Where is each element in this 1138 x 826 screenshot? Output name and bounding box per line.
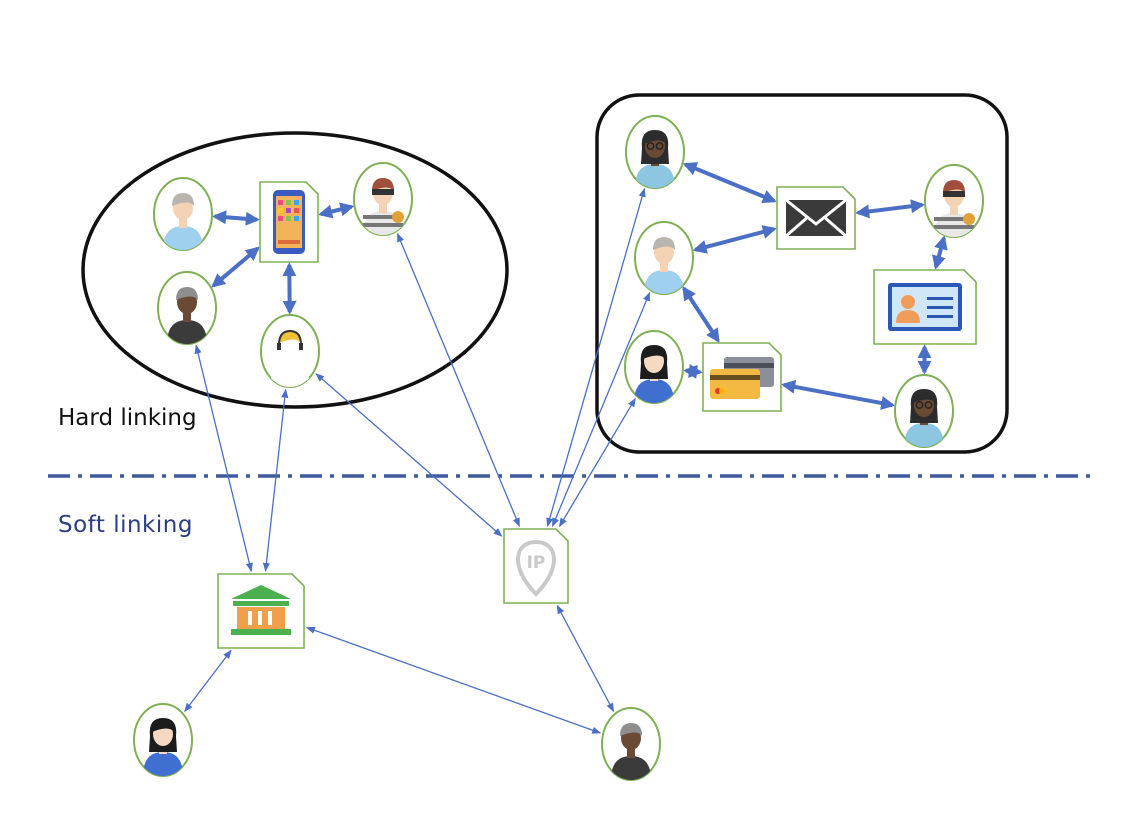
node-phone — [259, 181, 319, 263]
link-p4-ip — [315, 373, 503, 537]
link-bank-p10 — [184, 649, 232, 713]
smartphone-icon — [273, 190, 305, 254]
link-p5-email — [682, 162, 777, 204]
node-p8 — [624, 330, 684, 404]
node-ip: IP — [503, 528, 569, 604]
node-p9 — [894, 374, 954, 448]
link-p8-cards — [683, 363, 703, 379]
link-p1-phone — [212, 210, 260, 226]
bank-icon — [231, 585, 291, 635]
node-email — [776, 186, 856, 250]
link-p7-email — [692, 225, 777, 254]
node-p6 — [924, 164, 984, 238]
ip-pin-icon: IP — [516, 539, 556, 597]
node-p1 — [153, 177, 213, 251]
nodes-layer: IP — [133, 115, 984, 781]
man-dark-icon — [167, 287, 207, 344]
woman-icon — [143, 718, 183, 776]
edges-layer — [184, 162, 948, 734]
soft-linking-label: Soft linking — [58, 512, 193, 538]
node-p2 — [353, 162, 413, 236]
node-p5 — [625, 115, 685, 189]
id-card-icon — [888, 283, 962, 331]
node-p10 — [133, 703, 193, 777]
envelope-icon — [785, 198, 847, 238]
link-phone-p3 — [211, 246, 260, 288]
man-light-icon — [163, 193, 203, 250]
link-email-p6 — [855, 199, 925, 219]
woman-glasses-icon — [635, 130, 675, 188]
node-p3 — [157, 271, 217, 345]
thief-icon — [363, 178, 404, 235]
link-p6-idcard — [932, 235, 948, 270]
link-p4-bank — [262, 388, 289, 572]
link-p7-cards — [682, 286, 720, 343]
woman-glasses-icon — [904, 389, 944, 447]
link-cards-p9 — [781, 379, 896, 410]
link-bank-p11 — [305, 626, 602, 734]
link-ip-p11 — [556, 604, 615, 713]
link-p7-ip — [551, 291, 651, 528]
svg-text:IP: IP — [527, 553, 546, 573]
hard-linking-label: Hard linking — [58, 405, 197, 431]
node-p11 — [601, 707, 661, 781]
link-p8-ip — [558, 397, 636, 528]
node-cards — [702, 342, 782, 412]
thief-icon — [934, 180, 975, 237]
link-p3-bank — [194, 344, 253, 572]
credit-cards-icon — [710, 357, 774, 399]
woman-icon — [634, 345, 674, 403]
man-dark-icon — [611, 723, 651, 780]
node-idcard — [873, 269, 977, 345]
man-light-icon — [644, 237, 684, 294]
operator-icon — [270, 329, 310, 387]
link-phone-p2 — [318, 202, 355, 219]
node-p7 — [634, 221, 694, 295]
link-p2-ip — [396, 232, 521, 528]
node-bank — [217, 573, 305, 649]
node-p4 — [260, 314, 320, 388]
